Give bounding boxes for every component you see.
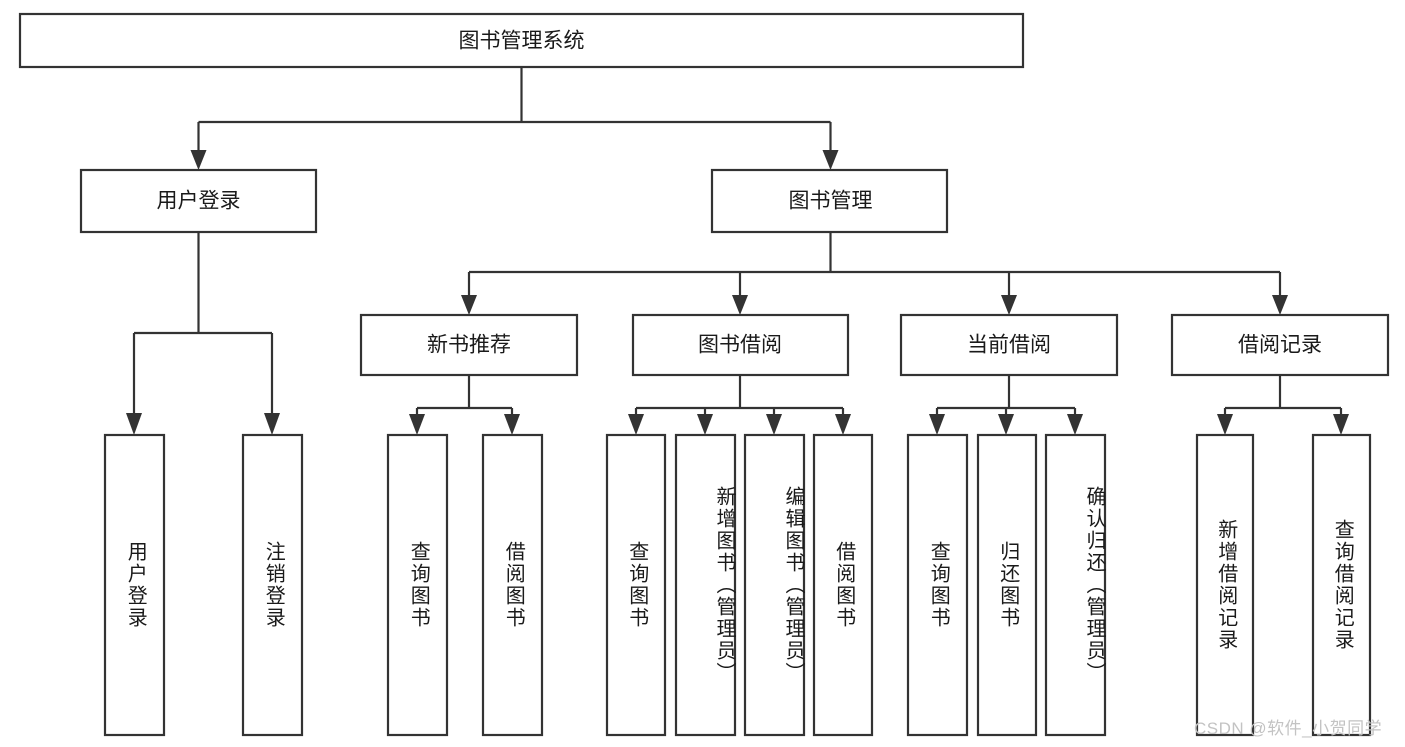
node-book-manage[interactable]: 图书管理 [710, 168, 949, 234]
leaf-box-book-borrow-3[interactable] [812, 433, 874, 737]
arrow-head-leaf-r1 [1217, 414, 1233, 435]
arrow-head-leaf-n1 [409, 414, 425, 435]
leaf-box-borrow-record-0[interactable] [1195, 433, 1255, 737]
node-book-borrow-label: 图书借阅 [698, 334, 782, 357]
arrow-head-leaf-b1 [628, 414, 644, 435]
arrow-head-leaf-b2 [697, 414, 713, 435]
leaf-box-current-borrow-2[interactable] [1044, 433, 1107, 737]
node-current-borrow[interactable]: 当前借阅 [899, 313, 1119, 377]
arrow-head-leaf-b4 [835, 414, 851, 435]
node-user-login[interactable]: 用户登录 [79, 168, 318, 234]
leaf-box-new-book-1[interactable] [481, 433, 544, 737]
connector-group-currentborrow-to-leaves [929, 375, 1083, 435]
arrow-head-leaf-r2 [1333, 414, 1349, 435]
arrow-head-leaf-c3 [1067, 414, 1083, 435]
node-book-manage-label: 图书管理 [789, 190, 873, 213]
leaf-box-book-borrow-0[interactable] [605, 433, 667, 737]
connector-group-newbook-to-leaves [409, 375, 520, 435]
node-new-book-recommend-label: 新书推荐 [427, 334, 511, 357]
node-root-box [18, 12, 1025, 69]
leaf-box-user-login-1[interactable] [241, 433, 304, 737]
node-current-borrow-label: 当前借阅 [967, 334, 1051, 357]
connector-group-borrowrecord-to-leaves [1217, 375, 1349, 435]
leaf-box-book-borrow-2[interactable] [743, 433, 806, 737]
node-borrow-record-box [1170, 313, 1390, 377]
arrow-head-new-book [461, 295, 477, 315]
arrow-head-leaf-u2 [264, 413, 280, 435]
leaf-box-book-borrow-1[interactable] [674, 433, 737, 737]
csdn-watermark: CSDN @软件_小贺同学 [1194, 719, 1383, 738]
leaf-boxes-current-borrow [906, 433, 1107, 737]
leaf-boxes-borrow-record [1195, 433, 1372, 737]
arrow-head-leaf-b3 [766, 414, 782, 435]
node-user-login-label: 用户登录 [157, 190, 241, 213]
node-book-borrow-box [631, 313, 850, 377]
arrow-head-leaf-c2 [998, 414, 1014, 435]
arrow-head-book-manage [822, 150, 839, 170]
leaf-boxes-book-borrow [605, 433, 874, 737]
node-borrow-record-label: 借阅记录 [1238, 334, 1322, 357]
arrow-head-leaf-u1 [126, 413, 142, 435]
connector-group-bookmanage-to-level3 [461, 232, 1288, 315]
node-user-login-box [79, 168, 318, 234]
arrow-head-user-login [190, 150, 207, 170]
leaf-box-current-borrow-1[interactable] [976, 433, 1038, 737]
node-current-borrow-box [899, 313, 1119, 377]
leaf-box-new-book-0[interactable] [386, 433, 449, 737]
leaf-box-user-login-0[interactable] [103, 433, 166, 737]
leaf-boxes-user-login [103, 433, 304, 737]
node-new-book-recommend[interactable]: 新书推荐 [359, 313, 579, 377]
connector-group-bookborrow-to-leaves [628, 375, 851, 435]
node-root[interactable]: 图书管理系统 [18, 12, 1025, 69]
leaf-box-current-borrow-0[interactable] [906, 433, 969, 737]
connector-group-userlogin-to-leaves [126, 232, 280, 435]
node-book-borrow[interactable]: 图书借阅 [631, 313, 850, 377]
arrow-head-borrow-record [1272, 295, 1288, 315]
node-borrow-record[interactable]: 借阅记录 [1170, 313, 1390, 377]
arrow-head-leaf-n2 [504, 414, 520, 435]
node-new-book-recommend-box [359, 313, 579, 377]
leaf-boxes-new-book-recommend [386, 433, 544, 737]
node-root-label: 图书管理系统 [459, 30, 585, 53]
arrow-head-current-borrow [1001, 295, 1017, 315]
connector-group-root-to-level2 [190, 67, 839, 170]
arrow-head-book-borrow [732, 295, 748, 315]
node-book-manage-box [710, 168, 949, 234]
arrow-head-leaf-c1 [929, 414, 945, 435]
leaf-box-borrow-record-1[interactable] [1311, 433, 1372, 737]
